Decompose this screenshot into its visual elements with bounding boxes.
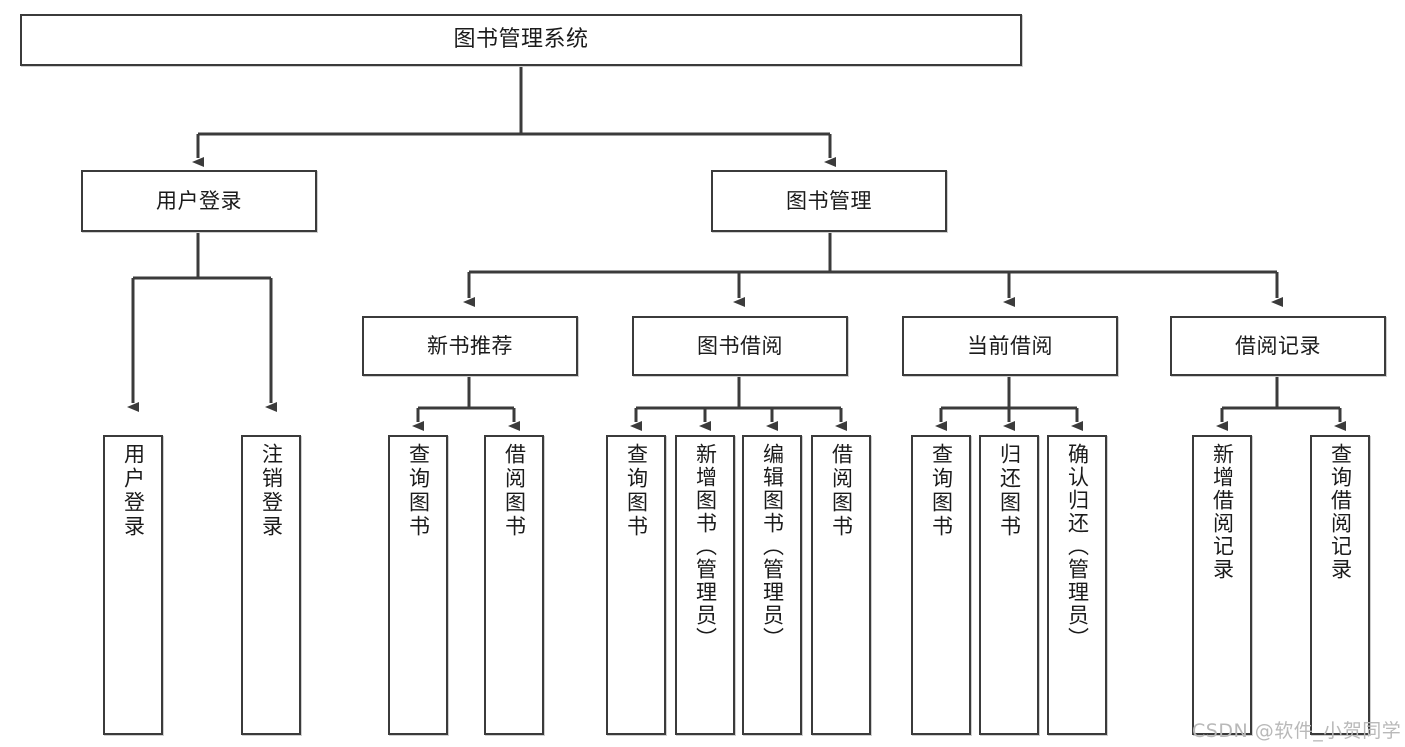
node-label: 新增借阅记录 (1210, 443, 1235, 581)
node-new-book-recommend[interactable]: 新书推荐 (362, 316, 578, 376)
node-label: 新书推荐 (427, 333, 513, 358)
node-label: 借阅记录 (1235, 333, 1321, 358)
node-label: 查询图书 (929, 443, 954, 539)
node-label: 注销登录 (259, 443, 284, 539)
leaf-new-book-borrow-book[interactable]: 借阅图书 (484, 435, 544, 735)
leaf-book-borrow-add-book-admin[interactable]: 新增图书（管理员） (675, 435, 735, 735)
leaf-user-login-login[interactable]: 用户登录 (103, 435, 163, 735)
node-label: 图书管理系统 (453, 27, 589, 53)
node-label: 查询借阅记录 (1328, 443, 1353, 581)
leaf-current-borrow-return-book[interactable]: 归还图书 (979, 435, 1039, 735)
leaf-current-borrow-confirm-return-admin[interactable]: 确认归还（管理员） (1047, 435, 1107, 735)
node-root-book-management-system[interactable]: 图书管理系统 (20, 14, 1022, 66)
node-label: 确认归还（管理员） (1065, 443, 1090, 650)
leaf-book-borrow-edit-book-admin[interactable]: 编辑图书（管理员） (742, 435, 802, 735)
node-label: 图书管理 (786, 188, 872, 213)
node-label: 借阅图书 (502, 443, 527, 539)
node-label: 新增图书（管理员） (693, 443, 718, 650)
leaf-current-borrow-query-book[interactable]: 查询图书 (911, 435, 971, 735)
leaf-book-borrow-query-book[interactable]: 查询图书 (606, 435, 666, 735)
node-label: 归还图书 (997, 443, 1022, 539)
node-borrow-record[interactable]: 借阅记录 (1170, 316, 1386, 376)
node-user-login[interactable]: 用户登录 (81, 170, 317, 232)
leaf-user-login-logout[interactable]: 注销登录 (241, 435, 301, 735)
node-label: 图书借阅 (697, 333, 783, 358)
leaf-book-borrow-borrow-book[interactable]: 借阅图书 (811, 435, 871, 735)
node-label: 当前借阅 (967, 333, 1053, 358)
node-label: 用户登录 (156, 188, 242, 213)
leaf-borrow-record-query-record[interactable]: 查询借阅记录 (1310, 435, 1370, 735)
leaf-borrow-record-add-record[interactable]: 新增借阅记录 (1192, 435, 1252, 735)
node-book-borrow[interactable]: 图书借阅 (632, 316, 848, 376)
node-label: 查询图书 (624, 443, 649, 539)
node-label: 查询图书 (406, 443, 431, 539)
node-label: 用户登录 (121, 443, 146, 539)
csdn-watermark: CSDN @软件_小贺同学 (1192, 720, 1402, 742)
node-current-borrow[interactable]: 当前借阅 (902, 316, 1118, 376)
leaf-new-book-query-book[interactable]: 查询图书 (388, 435, 448, 735)
node-label: 借阅图书 (829, 443, 854, 539)
node-book-management[interactable]: 图书管理 (711, 170, 947, 232)
node-label: 编辑图书（管理员） (760, 443, 785, 650)
